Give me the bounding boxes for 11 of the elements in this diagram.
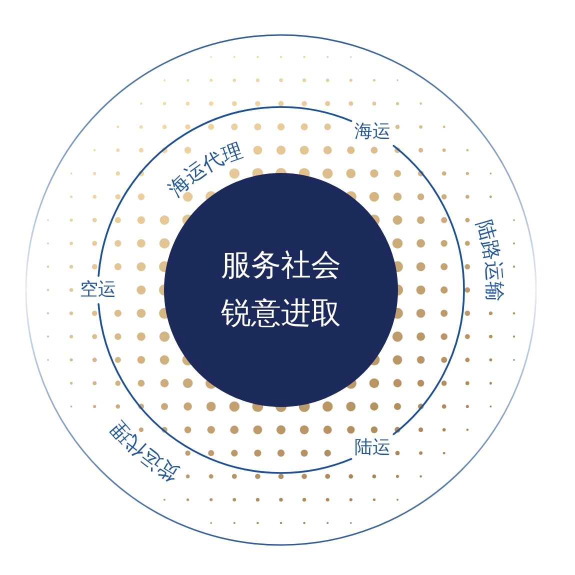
slogan-text: 锐意进取 [221, 295, 341, 333]
slogan-text: 服务社会 [221, 247, 341, 285]
edge-label: 货运代理 [105, 416, 184, 488]
arc-connector [98, 303, 352, 474]
edge-label: 陆路运输 [472, 217, 508, 302]
category-label: 空运 [80, 279, 116, 301]
edge-label: 海运代理 [163, 138, 246, 202]
arc-connector [392, 144, 465, 436]
arc-connector [98, 106, 352, 277]
category-label: 陆运 [354, 437, 390, 460]
category-label: 海运 [354, 120, 390, 143]
